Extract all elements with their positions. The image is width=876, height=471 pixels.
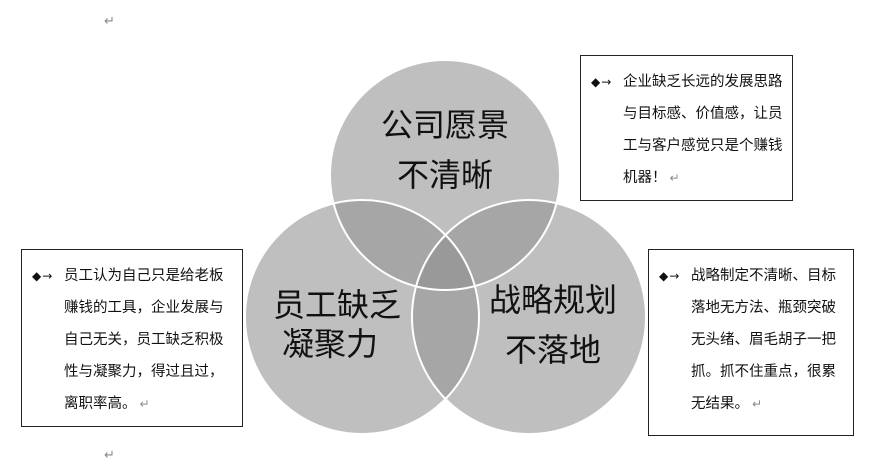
diamond-arrow-icon: ◆→	[32, 269, 54, 283]
overlap-vision-cohesion	[330, 200, 479, 290]
bullet-text: 企业缺乏长远的发展思路与目标感、价值感，让员工与客户感觉只是个赚钱机器！	[623, 74, 783, 186]
text-box-cohesion: ◆→ 员工认为自己只是给老板赚钱的工具，企业发展与自己无关，员工缺乏积极性与凝聚…	[21, 249, 243, 427]
circle-cohesion-outline	[244, 199, 480, 435]
bullet-item: ◆→ 员工认为自己只是给老板赚钱的工具，企业发展与自己无关，员工缺乏积极性与凝聚…	[22, 260, 234, 420]
paragraph-mark: ↵	[139, 397, 150, 411]
bullet-item: ◆→ 战略制定不清晰、目标落地无方法、瓶颈突破无头绪、眉毛胡子一把抓。抓不住重点…	[649, 260, 847, 420]
bullet-item: ◆→ 企业缺乏长远的发展思路与目标感、价值感，让员工与客户感觉只是个赚钱机器！↵	[581, 66, 784, 194]
paragraph-mark-top: ↵	[104, 14, 115, 29]
circle-strategy-outline	[411, 199, 647, 435]
bullet-text: 战略制定不清晰、目标落地无方法、瓶颈突破无头绪、眉毛胡子一把抓。抓不住重点，很累…	[691, 268, 836, 412]
text-box-strategy: ◆→ 战略制定不清晰、目标落地无方法、瓶颈突破无头绪、眉毛胡子一把抓。抓不住重点…	[648, 249, 854, 436]
diamond-arrow-icon: ◆→	[591, 75, 613, 89]
circle-strategy-title-line2: 不落地	[505, 331, 601, 369]
paragraph-mark: ↵	[752, 397, 763, 411]
text-box-vision: ◆→ 企业缺乏长远的发展思路与目标感、价值感，让员工与客户感觉只是个赚钱机器！↵	[580, 55, 793, 201]
paragraph-mark-bottom: ↵	[104, 448, 115, 463]
circle-vision-outline	[329, 59, 561, 291]
overlap-vision-strategy	[412, 200, 560, 290]
paragraph-mark: ↵	[669, 171, 680, 185]
circle-cohesion-title-line2: 凝聚力	[282, 325, 378, 363]
bullet-text: 员工认为自己只是给老板赚钱的工具，企业发展与自己无关，员工缺乏积极性与凝聚力，得…	[64, 268, 224, 412]
circle-vision-title-line1: 公司愿景	[381, 106, 509, 144]
diamond-arrow-icon: ◆→	[659, 269, 681, 283]
circle-cohesion-title-line1: 员工缺乏	[273, 286, 401, 324]
circle-vision-title-line2: 不清晰	[397, 156, 493, 194]
circle-strategy-title-line1: 战略规划	[489, 281, 617, 319]
